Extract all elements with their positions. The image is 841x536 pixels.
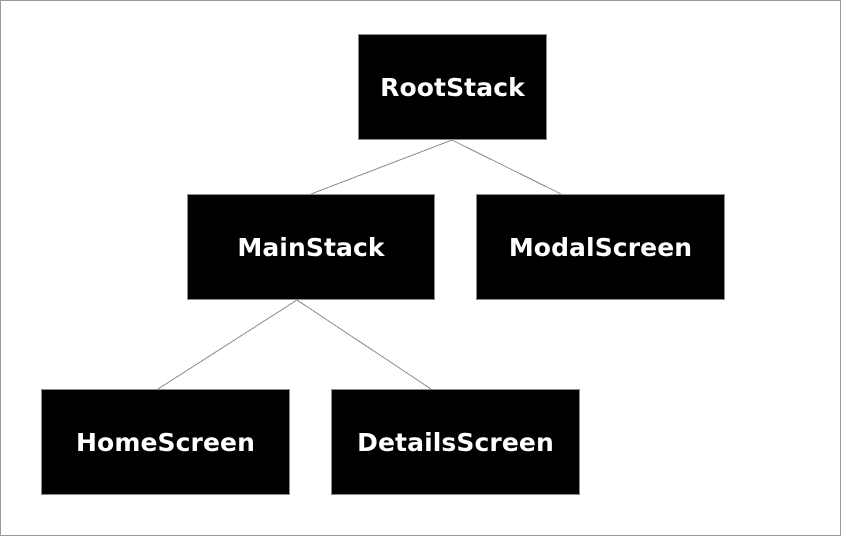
- node-label-mainstack: MainStack: [237, 232, 385, 262]
- node-rootstack[interactable]: RootStack: [358, 34, 547, 140]
- node-label-homescreen: HomeScreen: [76, 427, 255, 457]
- node-label-modalscreen: ModalScreen: [508, 232, 693, 262]
- edge-rootstack-modalscreen: [451, 139, 562, 195]
- edge-mainstack-detailsscreen: [296, 299, 432, 390]
- edge-mainstack-homescreen: [157, 299, 298, 390]
- node-detailsscreen[interactable]: DetailsScreen: [331, 389, 580, 495]
- node-label-detailsscreen: DetailsScreen: [357, 427, 554, 457]
- edge-rootstack-mainstack: [310, 139, 453, 195]
- node-mainstack[interactable]: MainStack: [187, 194, 435, 300]
- node-modalscreen[interactable]: ModalScreen: [476, 194, 725, 300]
- node-homescreen[interactable]: HomeScreen: [41, 389, 290, 495]
- node-label-rootstack: RootStack: [380, 72, 525, 102]
